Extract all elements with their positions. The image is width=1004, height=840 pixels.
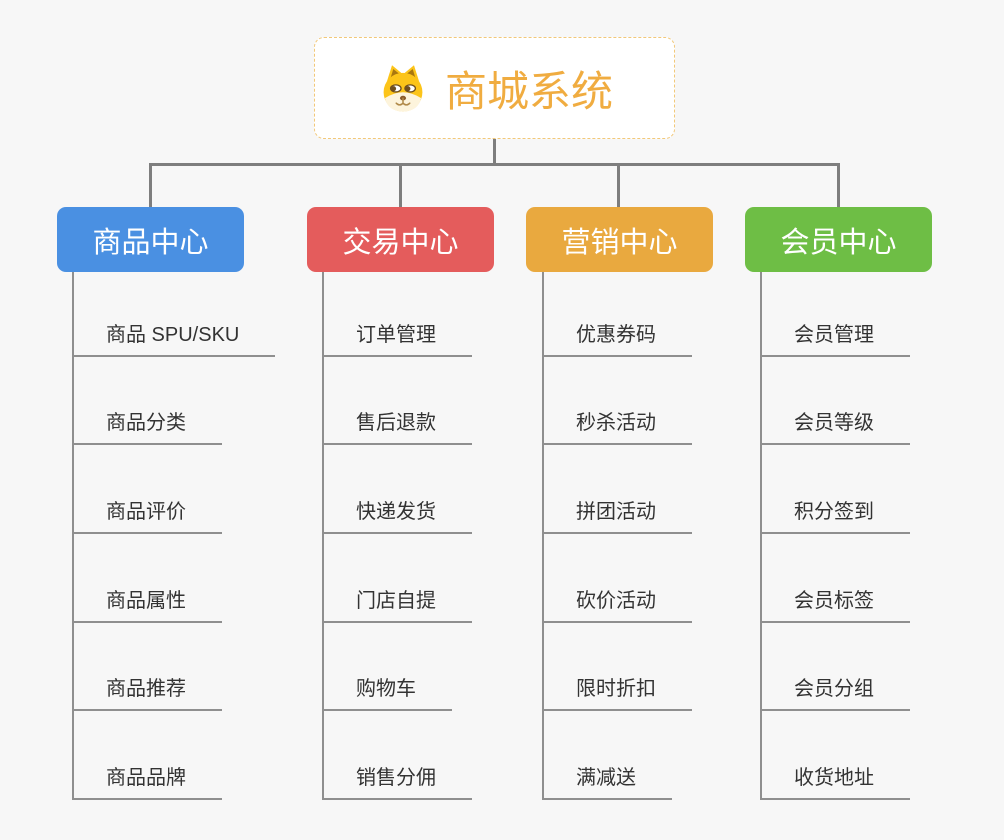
branch-children-column: 订单管理 售后退款 快递发货 门店自提 购物车 销售分佣 [322, 272, 562, 802]
root-title: 商城系统 [444, 67, 613, 115]
topic-item[interactable]: 购物车 [322, 676, 452, 711]
branch-vertical-line [760, 272, 762, 798]
branch-children-column: 商品 SPU/SKU 商品分类 商品评价 商品属性 商品推荐 商品品牌 [72, 272, 312, 802]
branch-label: 营销中心 [561, 226, 678, 259]
root-node[interactable]: 商城系统 [314, 37, 675, 139]
branch-node-product-center[interactable]: 商品中心 [57, 207, 244, 272]
branch-label: 会员中心 [780, 226, 897, 259]
branch-node-member-center[interactable]: 会员中心 [745, 207, 932, 272]
topic-item[interactable]: 快递发货 [322, 499, 472, 534]
connector-line [617, 163, 620, 209]
branch-label: 交易中心 [342, 226, 459, 259]
topic-item[interactable]: 会员标签 [760, 588, 910, 623]
topic-item[interactable]: 商品推荐 [72, 676, 222, 711]
connector-line [837, 163, 840, 209]
branch-vertical-line [322, 272, 324, 798]
topic-item[interactable]: 限时折扣 [542, 676, 692, 711]
topic-item[interactable]: 会员管理 [760, 322, 910, 357]
branch-children-column: 会员管理 会员等级 积分签到 会员标签 会员分组 收货地址 [760, 272, 1000, 802]
shiba-dog-icon [383, 65, 423, 112]
branch-vertical-line [542, 272, 544, 798]
topic-item[interactable]: 商品分类 [72, 410, 222, 445]
topic-item[interactable]: 积分签到 [760, 499, 910, 534]
topic-item[interactable]: 销售分佣 [322, 765, 472, 800]
topic-item[interactable]: 秒杀活动 [542, 410, 692, 445]
topic-item[interactable]: 售后退款 [322, 410, 472, 445]
connector-line [399, 163, 402, 209]
topic-item[interactable]: 商品 SPU/SKU [72, 322, 276, 357]
topic-item[interactable]: 收货地址 [760, 765, 910, 800]
topic-item[interactable]: 砍价活动 [542, 588, 692, 623]
branch-node-marketing-center[interactable]: 营销中心 [526, 207, 713, 272]
connector-line [493, 138, 496, 166]
topic-item[interactable]: 订单管理 [322, 322, 472, 357]
topic-item[interactable]: 门店自提 [322, 588, 472, 623]
topic-item[interactable]: 商品品牌 [72, 765, 222, 800]
branch-label: 商品中心 [92, 226, 209, 259]
connector-line [149, 163, 152, 209]
branch-node-trade-center[interactable]: 交易中心 [307, 207, 494, 272]
topic-item[interactable]: 拼团活动 [542, 499, 692, 534]
topic-item[interactable]: 商品属性 [72, 588, 222, 623]
branch-children-column: 优惠券码 秒杀活动 拼团活动 砍价活动 限时折扣 满减送 [542, 272, 782, 802]
branch-vertical-line [72, 272, 74, 798]
topic-item[interactable]: 满减送 [542, 765, 672, 800]
topic-item[interactable]: 会员分组 [760, 676, 910, 711]
topic-item[interactable]: 会员等级 [760, 410, 910, 445]
connector-line [149, 163, 840, 166]
topic-item[interactable]: 商品评价 [72, 499, 222, 534]
topic-item[interactable]: 优惠券码 [542, 322, 692, 357]
